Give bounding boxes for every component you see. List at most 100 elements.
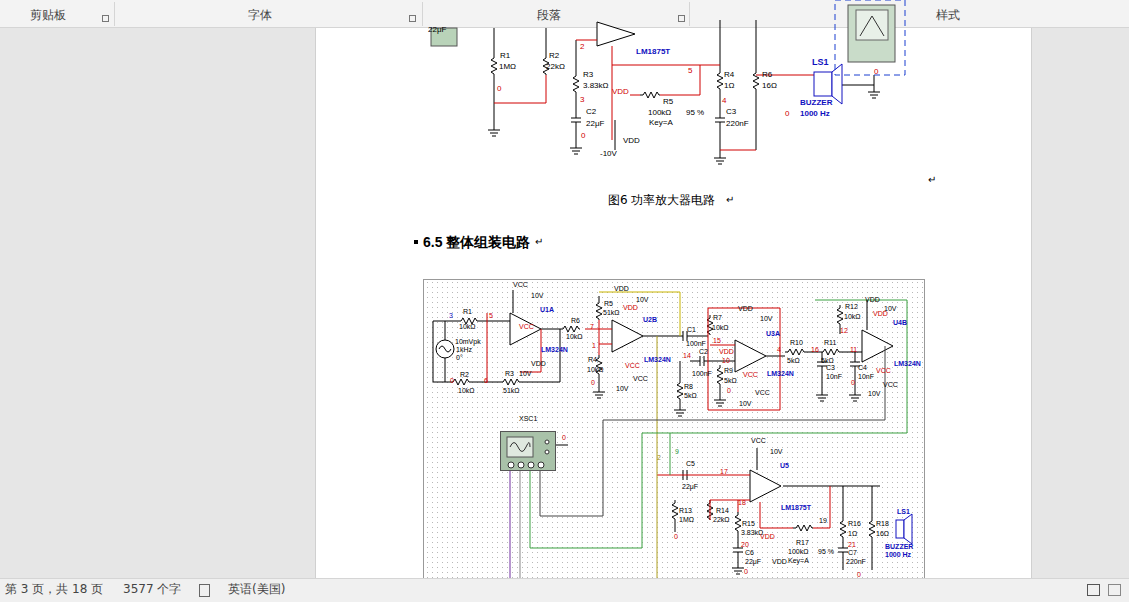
schematic-label: 10V <box>616 385 628 392</box>
status-text: 字体 <box>248 9 272 21</box>
schematic-label: 5 <box>489 312 493 319</box>
schematic-label: R3 <box>505 370 514 377</box>
schematic-label: R8 <box>684 383 693 390</box>
schematic-label: R1 <box>500 52 510 60</box>
schematic-label: 10V <box>770 448 782 455</box>
schematic-label: 9 <box>675 448 679 455</box>
schematic-label: 17 <box>720 468 728 475</box>
schematic-label: R2 <box>549 52 559 60</box>
schematic-label: 11 <box>850 346 857 353</box>
schematic-label: 5kΩ <box>684 392 697 399</box>
schematic-label: ↵ <box>726 195 734 205</box>
schematic-label: 10V <box>868 390 880 397</box>
schematic-label: 95 % <box>686 109 704 117</box>
status-text: 剪贴板 <box>30 9 66 21</box>
schematic-label: 10kΩ <box>844 313 861 320</box>
schematic-label: 22μF <box>682 483 698 490</box>
schematic-label: R16 <box>848 520 861 527</box>
status-text: 英语(美国) <box>228 583 285 595</box>
schematic-label: VDD <box>719 348 734 355</box>
schematic-label: 2 <box>657 454 661 461</box>
schematic-label: LM324N <box>767 370 794 377</box>
schematic-label: R10 <box>790 339 803 346</box>
schematic-label: 1Ω <box>848 530 857 537</box>
schematic-label: R7 <box>713 314 722 321</box>
schematic-label: 1MΩ <box>679 516 694 523</box>
schematic-label: 10kΩ <box>712 324 729 331</box>
schematic-label: BUZZER <box>885 543 913 550</box>
schematic-label: 15 <box>713 337 721 344</box>
schematic-label: BUZZER <box>800 99 832 107</box>
schematic-label: R17 <box>796 539 809 546</box>
schematic-label: 10kΩ <box>587 366 604 373</box>
schematic-label: 1MΩ <box>499 63 516 71</box>
schematic-label: R14 <box>716 507 729 514</box>
schematic-label: VDD <box>772 558 787 565</box>
schematic-label: R5 <box>604 300 613 307</box>
schematic-label: 0 <box>450 377 454 384</box>
schematic-label: LM1875T <box>781 504 811 511</box>
schematic-label: 12 <box>840 327 848 334</box>
schematic-label: U5 <box>780 462 789 469</box>
schematic-label: 3 <box>449 312 453 319</box>
schematic-label: VCC <box>519 323 534 330</box>
schematic-label: 5 <box>688 67 692 75</box>
schematic-label: 1 <box>592 342 596 349</box>
schematic-label: 10V <box>760 315 772 322</box>
schematic-label: 1kHz <box>456 346 472 353</box>
schematic-label: 3.83kΩ <box>583 82 609 90</box>
schematic-label: C5 <box>686 460 695 467</box>
schematic-label: 0 <box>674 533 678 540</box>
schematic-label: 14 <box>683 352 691 359</box>
schematic-label: 0 <box>581 132 585 140</box>
schematic-label: 0 <box>562 434 566 441</box>
schematic-label: C7 <box>848 549 857 556</box>
schematic-label: 10kΩ <box>459 323 476 330</box>
schematic-label: R6 <box>762 71 772 79</box>
schematic-label: 0 <box>851 379 855 386</box>
schematic-label: LM324N <box>894 360 921 367</box>
schematic-label: 1000 Hz <box>885 551 911 558</box>
schematic-label: VDD <box>614 285 629 292</box>
schematic-label: 220nF <box>726 120 749 128</box>
schematic-label: 10V <box>739 400 751 407</box>
schematic-label: 10V <box>531 292 543 299</box>
schematic-label: 0 <box>727 387 731 394</box>
schematic-label: R12 <box>845 303 858 310</box>
schematic-label: 10V <box>519 370 531 377</box>
schematic-label: 22μF <box>586 120 604 128</box>
schematic-label: 100nF <box>692 370 712 377</box>
schematic-label: ↵ <box>535 237 543 247</box>
schematic-label: R2 <box>460 371 469 378</box>
schematic-label: 0 <box>744 568 748 575</box>
schematic-label: VCC <box>743 371 758 378</box>
schematic-label: VCC <box>876 367 891 374</box>
schematic-label: Key=A <box>788 557 809 564</box>
schematic-label: R11 <box>824 339 836 346</box>
schematic-label: U4B <box>893 319 907 326</box>
schematic-label: LS1 <box>897 508 910 515</box>
schematic-label: 1000 Hz <box>800 110 830 118</box>
schematic-label: 7 <box>590 323 594 330</box>
schematic-label: R4 <box>588 356 597 363</box>
schematic-label: C4 <box>858 364 867 371</box>
schematic-label: ↵ <box>928 175 936 185</box>
schematic-label: 3 <box>580 96 584 104</box>
schematic-label: 10kΩ <box>458 387 475 394</box>
schematic-label: -10V <box>600 150 617 158</box>
schematic-label: C2 <box>699 348 708 355</box>
schematic-label: 4 <box>722 97 726 105</box>
schematic-label: 10nF <box>826 373 842 380</box>
schematic-label: LM324N <box>541 346 568 353</box>
schematic-label: 5kΩ <box>787 357 800 364</box>
schematic-label: 10nF <box>858 373 874 380</box>
schematic-label: 19 <box>819 517 827 524</box>
schematic-label: R15 <box>742 520 755 527</box>
section-heading: 6.5 整体组装电路 <box>423 235 530 249</box>
schematic-label: 0 <box>857 571 861 578</box>
schematic-label: C3 <box>726 108 736 116</box>
schematic-label: 10kΩ <box>566 333 583 340</box>
schematic-label: 21 <box>848 541 856 548</box>
schematic-label: 100kΩ <box>648 109 671 117</box>
schematic-label: LS1 <box>812 58 829 67</box>
